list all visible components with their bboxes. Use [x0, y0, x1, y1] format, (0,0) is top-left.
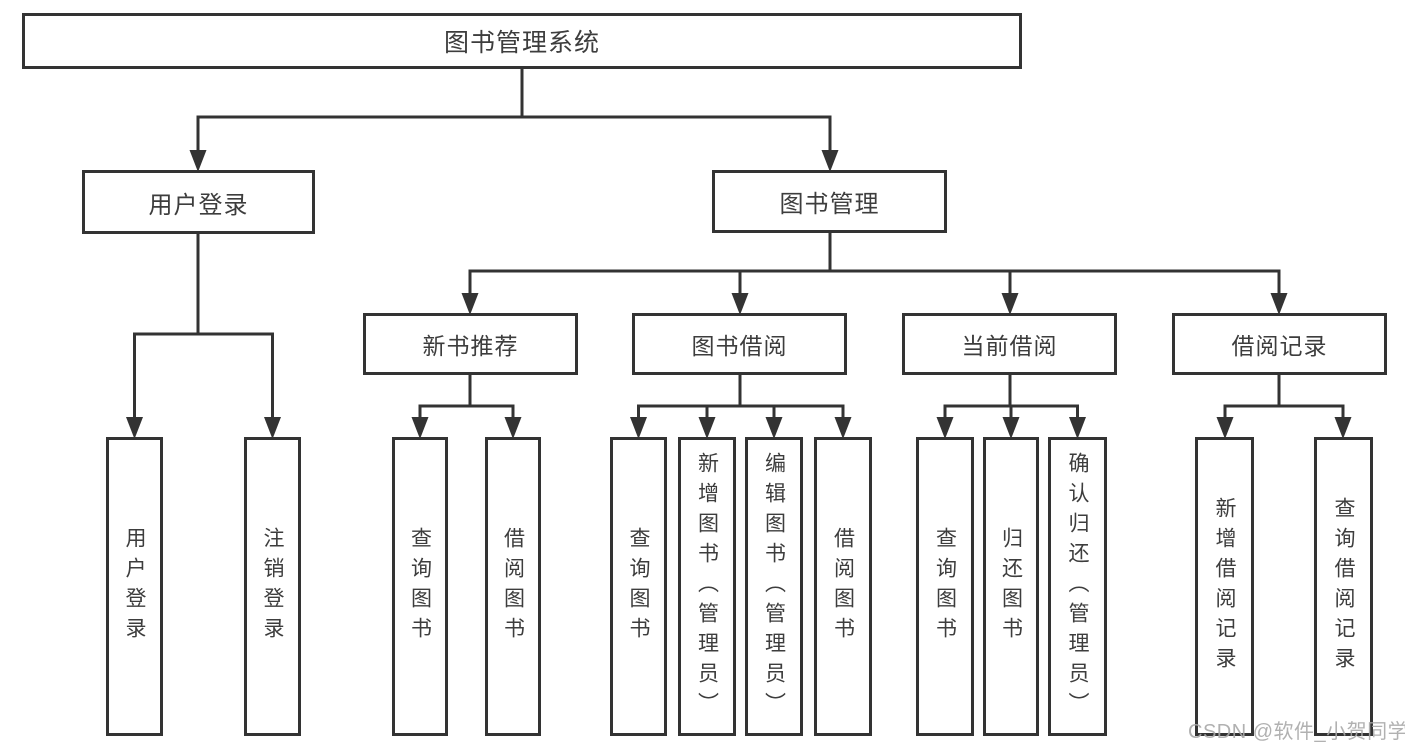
leaf-query-books-current-label: 查询图书: [933, 526, 957, 647]
leaf-query-borrow-record-label: 查询借阅记录: [1332, 496, 1355, 677]
leaf-borrow-books-borrowing-label: 借阅图书: [831, 526, 855, 647]
leaf-query-books-borrowing-label: 查询图书: [627, 526, 650, 647]
leaf-borrow-books-recommend-label: 借阅图书: [501, 526, 525, 647]
node-new-book-recommendation: 新书推荐: [363, 313, 578, 375]
node-new-book-recommendation-label: 新书推荐: [422, 333, 519, 359]
connector-current-borrow-split: [943, 373, 1079, 420]
leaf-confirm-return-admin-label: 确认归还（管理员）: [1066, 451, 1089, 722]
connector-borrow-records-split: [1223, 373, 1345, 420]
leaf-edit-books-admin-label: 编辑图书（管理员）: [762, 451, 786, 722]
leaf-borrow-books-recommend: 借阅图书: [485, 437, 541, 736]
leaf-user-login-label: 用户登录: [123, 526, 146, 647]
leaf-add-books-admin: 新增图书（管理员）: [678, 437, 736, 736]
node-library-system-label: 图书管理系统: [443, 29, 600, 57]
leaf-add-books-admin-label: 新增图书（管理员）: [695, 451, 719, 722]
leaf-user-login: 用户登录: [106, 437, 163, 736]
leaf-query-books-recommend: 查询图书: [392, 437, 448, 736]
connector-book-mgmt-split: [468, 231, 1281, 296]
leaf-return-books: 归还图书: [983, 437, 1039, 736]
connector-book-borrow-split: [637, 373, 845, 420]
leaf-query-borrow-record: 查询借阅记录: [1314, 437, 1373, 736]
node-current-borrowing-label: 当前借阅: [961, 333, 1058, 359]
node-book-borrowing-label: 图书借阅: [691, 333, 788, 359]
node-book-borrowing: 图书借阅: [632, 313, 847, 375]
leaf-return-books-label: 归还图书: [999, 526, 1023, 647]
arrowheads: [126, 150, 1352, 439]
leaf-logout-login: 注销登录: [244, 437, 301, 736]
leaf-logout-login-label: 注销登录: [261, 526, 284, 647]
node-user-login-label: 用户登录: [148, 191, 249, 219]
leaf-add-borrow-record: 新增借阅记录: [1195, 437, 1254, 736]
node-user-login: 用户登录: [82, 170, 315, 234]
node-book-management-label: 图书管理: [779, 191, 880, 218]
node-borrowing-records-label: 借阅记录: [1231, 333, 1328, 359]
leaf-query-books-recommend-label: 查询图书: [408, 526, 432, 647]
leaf-confirm-return-admin: 确认归还（管理员）: [1048, 437, 1107, 736]
leaf-query-books-borrowing: 查询图书: [610, 437, 667, 736]
leaf-borrow-books-borrowing: 借阅图书: [814, 437, 872, 736]
leaf-edit-books-admin: 编辑图书（管理员）: [745, 437, 803, 736]
node-library-system: 图书管理系统: [22, 13, 1022, 69]
connector-new-books-split: [418, 373, 515, 420]
node-borrowing-records: 借阅记录: [1172, 313, 1387, 375]
node-current-borrowing: 当前借阅: [902, 313, 1117, 375]
connector-user-login-split: [133, 232, 274, 420]
csdn-watermark: CSDN @软件_小贺同学: [1188, 721, 1405, 743]
node-book-management: 图书管理: [712, 170, 947, 233]
leaf-add-borrow-record-label: 新增借阅记录: [1213, 496, 1236, 677]
leaf-query-books-current: 查询图书: [916, 437, 974, 736]
connector-root-to-level2: [196, 67, 832, 153]
